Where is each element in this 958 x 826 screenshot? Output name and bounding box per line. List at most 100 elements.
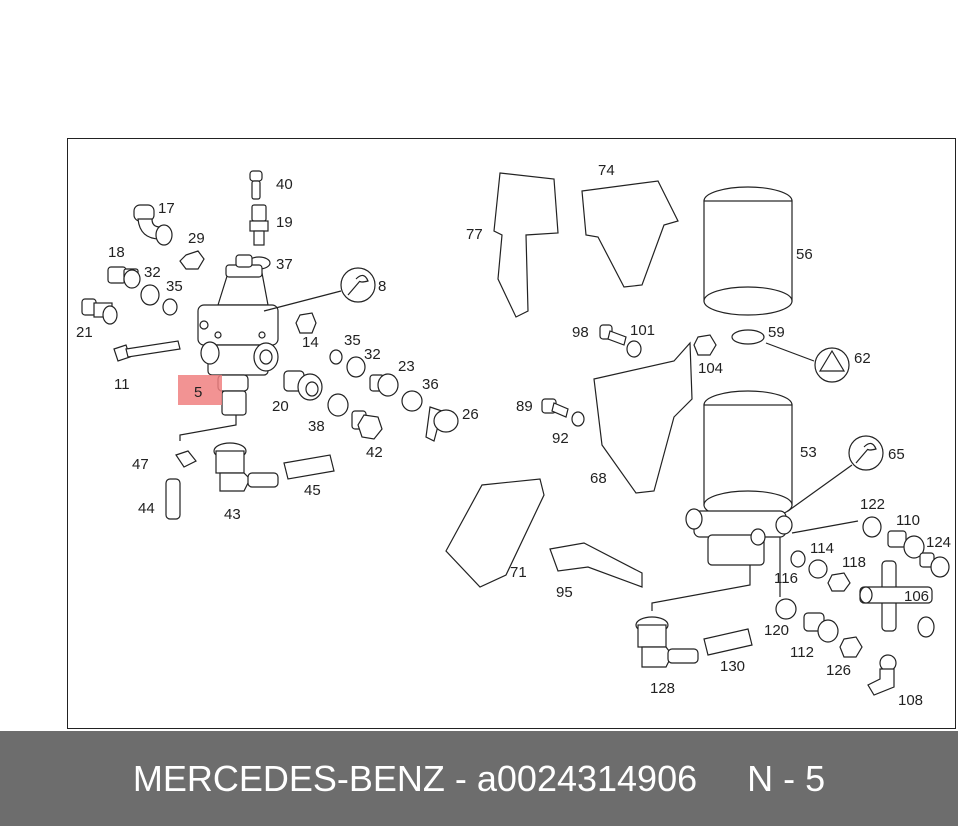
part-71-bracket[interactable] [445,478,545,588]
part-101-washer[interactable] [626,340,642,358]
part-122-ring[interactable] [862,516,882,538]
label-21: 21 [76,324,93,341]
footer-position-label: N - 5 [747,757,826,799]
label-104: 104 [698,360,723,377]
part-17-elbow[interactable] [133,204,173,246]
part-20-fitting[interactable] [283,370,323,401]
label-32b: 32 [364,346,381,363]
part-98-bolt[interactable] [599,324,627,346]
label-20: 20 [272,398,289,415]
label-18: 18 [108,244,125,261]
part-62-cap[interactable] [765,342,850,383]
part-65-wrench-icon[interactable] [787,435,884,512]
part-110-fitting[interactable] [887,530,925,559]
part-104-nut[interactable] [693,334,717,356]
label-112: 112 [790,644,814,661]
part-44-sleeve[interactable] [165,478,181,520]
part-19-fitting[interactable] [249,204,269,246]
part-114-ring[interactable] [808,559,828,579]
label-44: 44 [138,500,155,517]
part-29-nut[interactable] [179,250,205,270]
part-95-bracket[interactable] [549,542,643,588]
part-45-tube[interactable] [283,454,335,480]
label-95: 95 [556,584,573,601]
part-32b-ring[interactable] [346,356,366,378]
footer-separator: - [444,757,477,799]
label-14: 14 [302,334,319,351]
label-23: 23 [398,358,415,375]
label-43: 43 [224,506,241,523]
part-116-washer[interactable] [790,550,806,568]
part-47-clip[interactable] [175,450,197,468]
part-43-connector[interactable] [213,442,279,492]
part-108-elbow[interactable] [867,654,897,696]
part-40-plug[interactable] [249,170,263,200]
part-74-bracket[interactable] [581,180,679,288]
part-59-seal[interactable] [731,329,765,345]
part-77-bracket[interactable] [493,172,559,318]
label-108: 108 [898,692,923,709]
label-114: 114 [810,540,834,557]
leader-43 [179,415,237,441]
part-112-fitting[interactable] [803,612,839,643]
part-56-cartridge[interactable] [703,186,793,316]
label-45: 45 [304,482,321,499]
label-19: 19 [276,214,293,231]
label-5: 5 [194,384,202,401]
part-8-wrench-icon[interactable] [263,267,376,312]
part-128-connector[interactable] [635,616,699,668]
part-23-fitting[interactable] [369,373,399,397]
footer-part-number: a0024314906 [476,757,698,799]
label-47: 47 [132,456,149,473]
label-35a: 35 [166,278,183,295]
label-32a: 32 [144,264,161,281]
leader-128 [651,565,751,611]
part-68-bracket[interactable] [593,341,693,494]
part-35b-washer[interactable] [329,349,343,365]
valve-body[interactable] [197,254,279,416]
label-53: 53 [800,444,817,461]
part-92-washer[interactable] [571,411,585,427]
footer-brand: MERCEDES-BENZ [132,757,445,799]
part-130-tube[interactable] [703,628,753,656]
label-71: 71 [510,564,527,581]
label-62: 62 [854,350,871,367]
label-130: 130 [720,658,745,675]
label-26: 26 [462,406,479,423]
label-106: 106 [904,588,929,605]
diagram-frame: 5 [67,138,956,729]
part-42-fitting[interactable] [351,410,383,440]
label-68: 68 [590,470,607,487]
label-56: 56 [796,246,813,263]
part-120-ring[interactable] [775,598,797,620]
label-38: 38 [308,418,325,435]
part-18-fitting[interactable] [107,266,141,289]
leader-122 [791,520,859,534]
part-35a-washer[interactable] [162,298,178,316]
label-116: 116 [774,570,798,587]
label-126: 126 [826,662,851,679]
part-124-fitting[interactable] [919,552,950,578]
label-89: 89 [516,398,533,415]
part-89-bolt[interactable] [541,398,569,418]
part-126-nut[interactable] [839,636,863,658]
part-14-nut[interactable] [295,312,317,334]
label-59: 59 [768,324,785,341]
part-106-tee[interactable] [859,560,935,638]
parts-diagram: 5 [76,162,951,709]
part-36-ring[interactable] [401,390,423,412]
label-40: 40 [276,176,293,193]
highlight-position-5[interactable] [178,375,222,405]
label-98: 98 [572,324,589,341]
part-118-nut[interactable] [827,572,851,592]
part-26-banjo[interactable] [425,406,459,442]
label-77: 77 [466,226,483,243]
part-21-fitting[interactable] [81,298,118,325]
label-110: 110 [896,512,920,529]
label-35b: 35 [344,332,361,349]
part-38-ring[interactable] [327,393,349,417]
part-11-bolt[interactable] [113,340,181,362]
part-53-dryer[interactable] [685,390,793,566]
part-32a-ring[interactable] [140,284,160,306]
label-65: 65 [888,446,905,463]
